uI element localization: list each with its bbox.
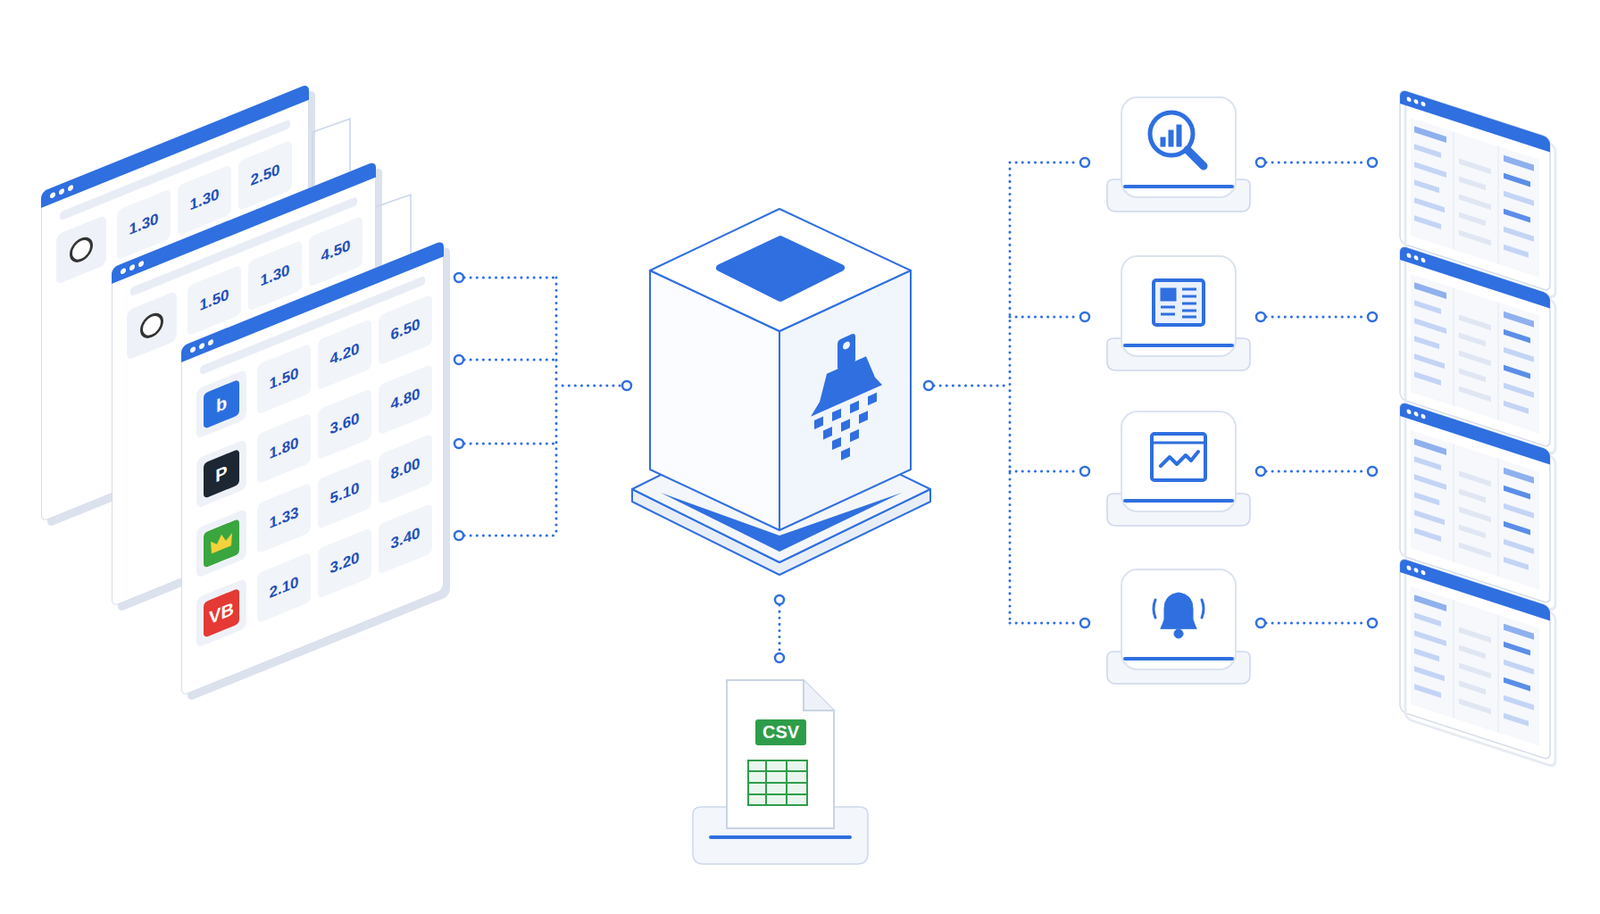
odds-value: 4.80 (378, 363, 433, 435)
odds-value: 3.20 (317, 527, 372, 600)
odds-value: 5.10 (317, 458, 372, 530)
window-dot (129, 263, 135, 271)
odds-value: 1.80 (257, 412, 311, 484)
output-tables (1400, 89, 1556, 768)
odds-value: 1.50 (257, 342, 311, 415)
window-dot (50, 191, 56, 200)
csv-file (692, 680, 868, 865)
window-dot (58, 187, 65, 195)
odds-value: 2.10 (257, 551, 311, 624)
odds-value: 6.50 (378, 293, 433, 366)
window-dot (120, 267, 126, 275)
odds-value: 3.40 (378, 502, 433, 575)
window-dot (67, 183, 74, 192)
logo-text: VB (208, 598, 234, 629)
window-dot (138, 259, 144, 267)
window-dot (190, 346, 196, 354)
output-tiles (1107, 97, 1250, 684)
scraper-cube (632, 208, 931, 575)
logo-text: b (216, 391, 227, 417)
odds-value: 4.20 (317, 318, 372, 391)
odds-value: 8.00 (378, 433, 433, 505)
odds-value: 1.33 (257, 482, 311, 554)
window-dot (208, 338, 214, 346)
logo-text: P (215, 461, 227, 487)
file-type-label: CSV (755, 719, 807, 746)
odds-value: 3.60 (317, 388, 372, 460)
window-dot (199, 341, 205, 350)
csv-document: CSV (726, 680, 834, 829)
connector-ends (454, 158, 1377, 663)
